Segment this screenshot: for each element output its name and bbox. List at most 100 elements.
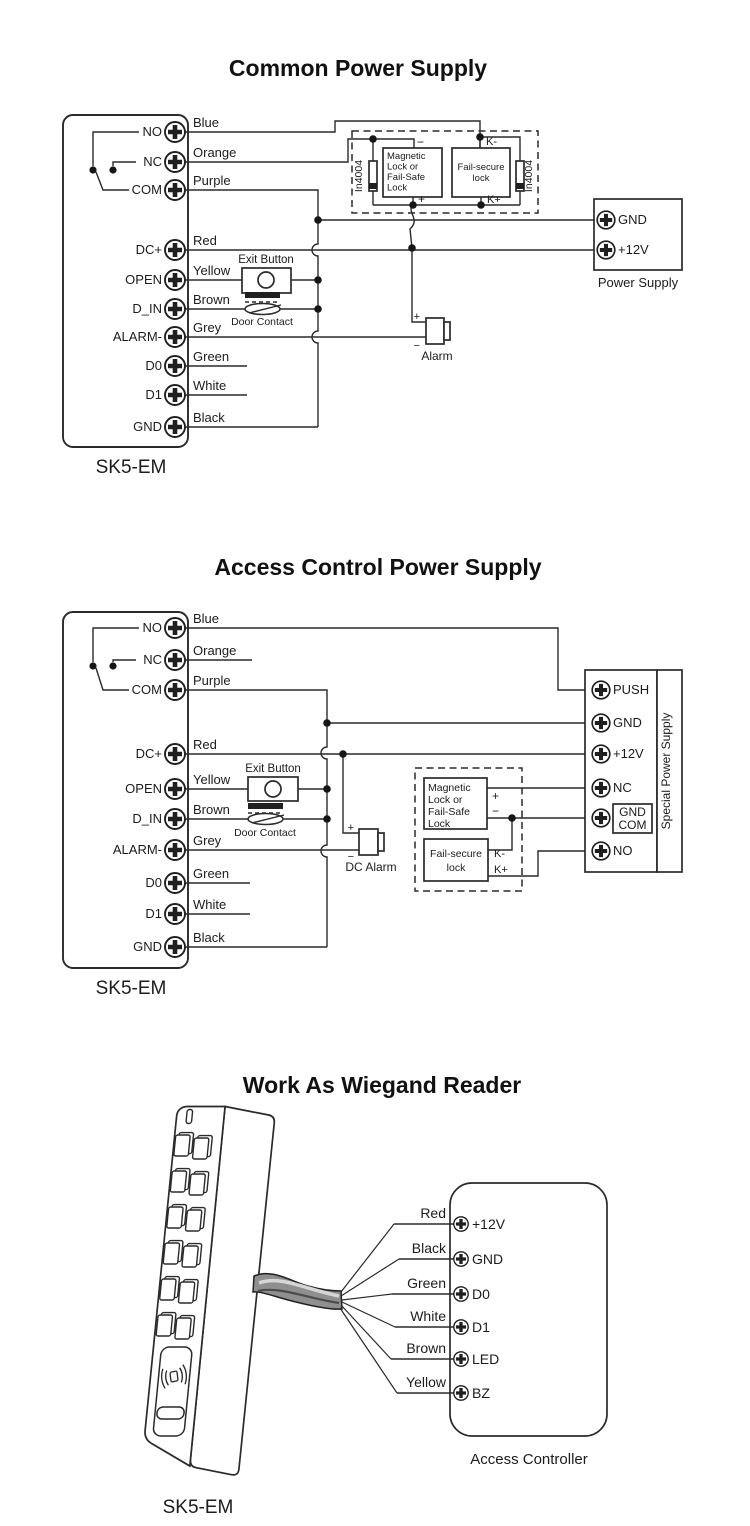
screw-d0 <box>453 1286 469 1302</box>
diagram3-title: Work As Wiegand Reader <box>243 1072 521 1098</box>
cable <box>252 1223 400 1394</box>
magnetic-lock-line: Lock or <box>387 162 418 173</box>
wire-color-labels: Blue Orange Purple Red Yellow Brown Grey… <box>193 115 236 425</box>
screw-gnd <box>596 210 616 230</box>
terminal-no: NO <box>143 620 163 635</box>
ps-terminal-com: COM <box>619 818 647 832</box>
controller-terminal-d1: D1 <box>472 1319 490 1335</box>
device-label: SK5-EM <box>163 1497 234 1518</box>
screw-nc <box>591 778 611 798</box>
magnetic-lock-line: Fail-Safe <box>428 806 470 818</box>
wire-label-red: Red <box>193 737 217 752</box>
magnetic-lock-line: Lock <box>428 818 451 830</box>
k-plus-wire <box>488 850 594 877</box>
terminal-din: D_IN <box>132 811 162 826</box>
lock-plus-drop <box>409 204 415 249</box>
screw-gnd <box>453 1251 469 1267</box>
screw-led <box>453 1351 469 1367</box>
wire-label-green: Green <box>193 349 229 364</box>
screw-push <box>591 680 611 700</box>
junction-dots <box>314 133 485 313</box>
diode-label: In4004 <box>353 160 365 192</box>
magnetic-lock-line: Fail-Safe <box>387 172 425 183</box>
terminal-com: COM <box>132 182 162 197</box>
door-contact-label: Door Contact <box>231 316 293 328</box>
fail-secure-lock-box <box>451 147 511 198</box>
ps-terminal-gnd: GND <box>613 715 642 730</box>
fail-secure-line: lock <box>447 862 466 874</box>
relay-symbol <box>89 627 139 691</box>
wiring <box>185 120 594 428</box>
screw-gnd-com <box>591 808 611 828</box>
panel-terminals: NO NC COM DC+ OPEN D_IN ALARM- D0 D1 GND <box>113 617 186 958</box>
fail-secure-line: Fail-secure <box>458 162 505 173</box>
keypad-side-face <box>189 1105 276 1476</box>
wire-label-blue: Blue <box>193 115 219 130</box>
wire-color-labels: Blue Orange Purple Red Yellow Brown Grey… <box>193 611 236 945</box>
device-label: SK5-EM <box>96 457 167 478</box>
wire-label-grey: Grey <box>193 833 222 848</box>
wire-label-white: White <box>193 378 226 393</box>
rfid-card-icon <box>160 1364 188 1389</box>
polarity-minus: − <box>492 804 499 818</box>
controller-terminal-bz: BZ <box>472 1385 490 1401</box>
fail-secure-line: lock <box>473 173 490 184</box>
wire-label-purple: Purple <box>193 673 231 688</box>
terminal-nc: NC <box>143 154 162 169</box>
fail-secure-line: Fail-secure <box>430 848 482 860</box>
wire-label-brown: Brown <box>193 802 230 817</box>
panel-terminals: NO NC COM DC+ OPEN D_IN ALARM- D0 D1 GND <box>113 121 186 438</box>
power-supply-label: Power Supply <box>598 275 679 290</box>
keypad-keys <box>155 1131 213 1340</box>
door-contact: Door Contact <box>234 803 296 839</box>
diode-left <box>368 160 378 192</box>
ps-terminal-push: PUSH <box>613 682 649 697</box>
wire-label-yellow: Yellow <box>193 263 231 278</box>
wire-purple <box>185 189 319 220</box>
terminal-d1: D1 <box>145 387 162 402</box>
magnetic-lock-line: Lock or <box>428 794 463 806</box>
ps-terminal-12v: +12V <box>613 746 644 761</box>
wire-label-orange: Orange <box>193 643 236 658</box>
terminal-gnd: GND <box>133 939 162 954</box>
power-supply: GND +12V Power Supply <box>593 198 683 290</box>
controller-panel <box>62 114 189 448</box>
k-plus-label: K+ <box>494 864 508 876</box>
wire-fan <box>339 1223 400 1394</box>
door-contact: Door Contact <box>231 292 293 328</box>
alarm-plus: + <box>348 822 354 834</box>
terminal-nc: NC <box>143 652 162 667</box>
alarm-plus: + <box>414 311 420 323</box>
controller-panel <box>62 611 189 969</box>
polarity-plus: + <box>418 192 425 206</box>
wire-purple <box>185 689 328 723</box>
relay-symbol <box>89 131 139 191</box>
wire-label-brown: Brown <box>193 292 230 307</box>
terminal-dcplus: DC+ <box>136 746 162 761</box>
keypad-top-notch <box>185 1108 194 1125</box>
polarity-plus: + <box>492 789 499 803</box>
alarm-minus: − <box>348 851 354 863</box>
screw-gnd <box>591 713 611 733</box>
alarm-plus-wire <box>342 754 359 834</box>
screw-d1 <box>453 1319 469 1335</box>
magnetic-lock-box <box>382 147 443 198</box>
screw-12v <box>596 240 616 260</box>
terminal-d1: D1 <box>145 906 162 921</box>
card-slot <box>156 1406 185 1420</box>
wire-blue <box>185 627 594 691</box>
wire-label-black: Black <box>193 930 225 945</box>
alarm-buzzer: + − Alarm <box>414 311 453 363</box>
ps-terminal-gnd2: GND <box>619 805 646 819</box>
terminal-alarm: ALARM- <box>113 842 162 857</box>
wire-label-white: White <box>410 1308 446 1324</box>
k-minus-label: K- <box>494 848 505 860</box>
ps-terminal-gnd: GND <box>618 212 647 227</box>
keypad-device <box>144 1105 276 1476</box>
diagram2-title: Access Control Power Supply <box>214 554 541 580</box>
exit-button: Exit Button <box>238 254 294 294</box>
special-power-supply-label: Special Power Supply <box>659 713 673 830</box>
special-power-supply: Special Power Supply PUSH GND +12V NC GN… <box>584 669 683 873</box>
wire-label-brown: Brown <box>406 1340 446 1356</box>
controller-terminal-12v: +12V <box>472 1216 506 1232</box>
